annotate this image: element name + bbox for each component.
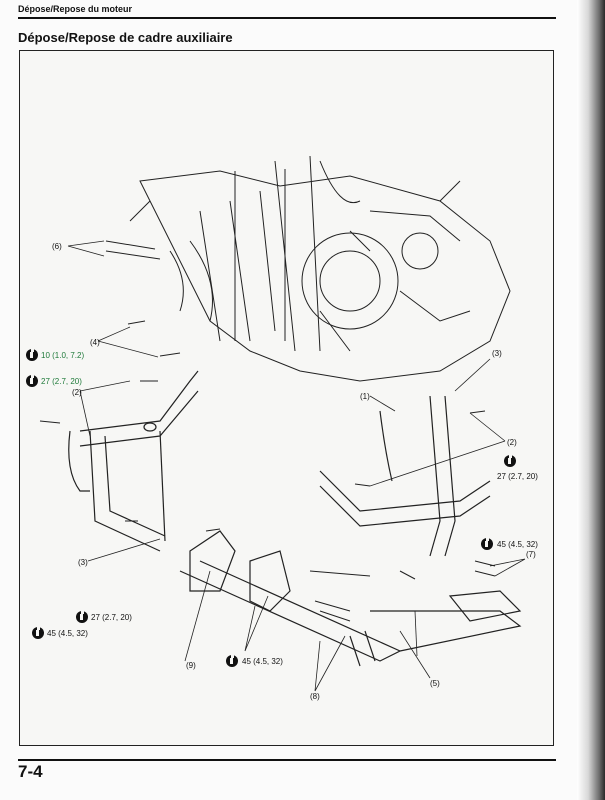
torque-wrench-icon [26,373,38,387]
callout-5: (5) [430,679,440,688]
torque-spec-45-a: 45 (4.5, 32) [497,540,538,549]
page-title: Dépose/Repose de cadre auxiliaire [18,30,233,45]
torque-specs: 10 (1.0, 7.2) 27 (2.7, 20) 27 (2.7, 20) … [26,347,538,667]
torque-spec-45-c: 45 (4.5, 32) [242,657,283,666]
callout-6: (6) [52,242,62,251]
torque-wrench-icon [504,453,516,467]
engine-block-drawing [129,155,511,382]
callout-2-left: (2) [72,388,82,397]
torque-wrench-icon [76,609,88,623]
scan-edge-shadow [577,0,605,800]
section-header: Dépose/Repose du moteur [18,4,133,14]
left-subframe-drawing [68,370,199,552]
torque-spec-45-b: 45 (4.5, 32) [47,629,88,638]
callout-7: (7) [526,550,536,559]
torque-wrench-icon [32,625,44,639]
torque-wrench-icon [481,536,493,550]
page-number: 7-4 [18,762,43,781]
callout-2-right: (2) [507,438,517,447]
header-rule [18,17,556,19]
torque-wrench-icon [226,653,238,667]
callout-8: (8) [310,692,320,701]
torque-spec-27-c: 27 (2.7, 20) [91,613,132,622]
callout-9: (9) [186,661,196,670]
callout-4: (4) [90,338,100,347]
callout-labels: (6) (4) (2) (3) (1) (3) (2) (7) (9) (8) … [52,242,536,701]
torque-spec-27-a: 27 (2.7, 20) [41,377,82,386]
callout-1: (1) [360,392,370,401]
torque-wrench-icon [26,347,38,361]
bolt-drawings [39,240,496,622]
callout-3-right: (3) [492,349,502,358]
lower-crossframe-drawing [179,530,522,667]
leader-lines [67,240,526,692]
torque-spec-27-b: 27 (2.7, 20) [497,472,538,481]
callout-3-left: (3) [78,558,88,567]
footer-rule [18,759,556,761]
right-subframe-drawing [319,395,491,557]
exploded-view-figure: (6) (4) (2) (3) (1) (3) (2) (7) (9) (8) … [19,50,554,746]
torque-spec-10: 10 (1.0, 7.2) [41,351,84,360]
exploded-view-drawing: (6) (4) (2) (3) (1) (3) (2) (7) (9) (8) … [26,155,538,701]
